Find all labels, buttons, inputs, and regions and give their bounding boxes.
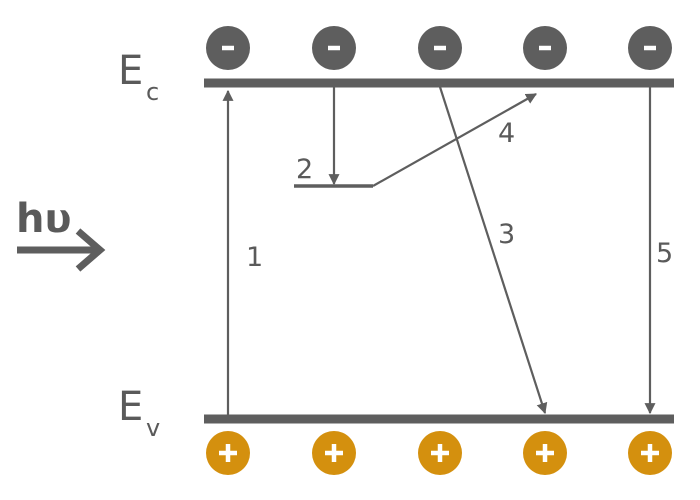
transition-4-label: 4 [498,118,515,149]
photon-arrow-icon [17,228,106,272]
conduction-band-label: E [118,48,143,94]
valence-band-subscript: v [146,414,160,442]
hole-icon [523,431,567,475]
valence-band-label: E [118,384,143,430]
hole-icon [206,431,250,475]
conduction-band-subscript: c [146,78,159,106]
hole-row [206,431,672,475]
hole-icon [312,431,356,475]
transition-1-label: 1 [246,242,263,273]
hole-icon [628,431,672,475]
transition-4-arrow [372,93,537,187]
photon-label: hυ [16,196,72,242]
transition-3-label: 3 [498,219,515,250]
electron-icon [206,26,250,70]
transition-3-arrow [438,86,548,415]
electron-icon [418,26,462,70]
electron-icon [523,26,567,70]
electron-icon [312,26,356,70]
electron-icon [628,26,672,70]
transition-2-label: 2 [296,154,313,185]
transition-5-label: 5 [656,238,673,269]
electron-row [206,26,672,70]
hole-icon [418,431,462,475]
